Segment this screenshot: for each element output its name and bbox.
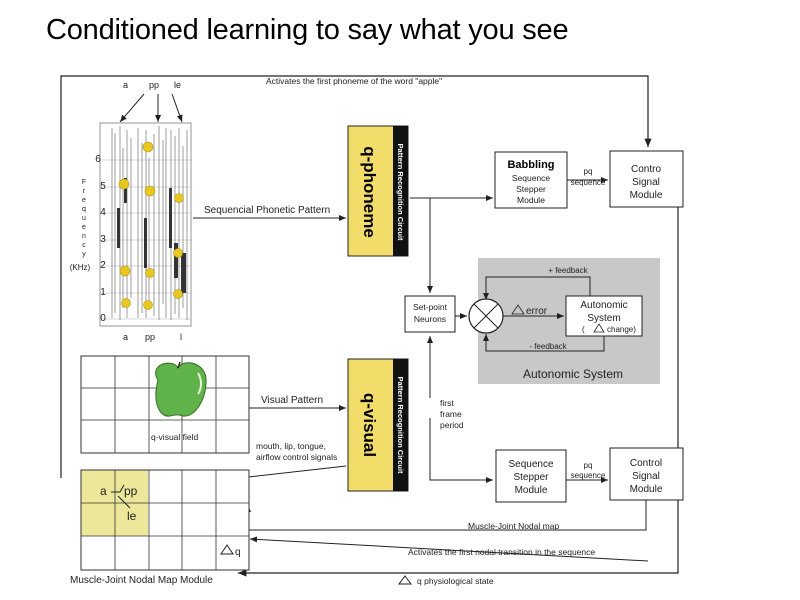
y-tick-0: 0 bbox=[100, 313, 106, 324]
nodal-transition-a-pp bbox=[111, 484, 125, 493]
first-frame-line3: period bbox=[440, 420, 464, 430]
svg-text:Control: Control bbox=[630, 458, 662, 469]
spectrogram bbox=[99, 122, 192, 327]
y-axis-label: F r e q u e n c y (KHz) bbox=[70, 179, 91, 272]
svg-text:Set-point: Set-point bbox=[413, 302, 448, 312]
svg-text:e: e bbox=[82, 197, 86, 204]
q-phoneme-subtitle: Pattern Recognition Circuit bbox=[396, 143, 405, 241]
svg-text:System: System bbox=[587, 313, 620, 324]
error-label: error bbox=[526, 306, 548, 317]
nodal-label-le: le bbox=[127, 509, 137, 523]
delta-physiological-icon bbox=[398, 575, 412, 585]
q-phoneme-title: q-phoneme bbox=[360, 146, 379, 238]
delta-q-icon bbox=[220, 544, 234, 555]
svg-text:Stepper: Stepper bbox=[516, 184, 546, 194]
first-nodal-transition-arrow bbox=[249, 536, 649, 562]
spectro-top-label-a: a bbox=[123, 80, 128, 90]
svg-text:Module: Module bbox=[517, 195, 545, 205]
arrow-le bbox=[171, 93, 183, 123]
svg-text:Module: Module bbox=[515, 485, 548, 496]
conditioned-learning-diagram: a pp le 6 5 4 3 2 1 0 F r e q u e n c y … bbox=[48, 68, 688, 588]
autonomic-system-box bbox=[565, 295, 643, 337]
diagram-svg: a pp le 6 5 4 3 2 1 0 F r e q u e n c y … bbox=[60, 75, 684, 586]
spectro-bottom-label-l: l bbox=[180, 332, 182, 342]
nodal-transition-pp-le bbox=[117, 495, 131, 509]
minus-feedback-label: - feedback bbox=[529, 342, 567, 351]
feedback-loop-top bbox=[60, 75, 652, 478]
svg-text:e: e bbox=[82, 224, 86, 231]
svg-text:Contro: Contro bbox=[631, 164, 661, 175]
svg-text:r: r bbox=[83, 188, 86, 195]
muscle-joint-nodal-map-grid bbox=[80, 469, 250, 571]
svg-text:(: ( bbox=[582, 325, 585, 334]
svg-text:u: u bbox=[82, 215, 86, 222]
page-title: Conditioned learning to say what you see bbox=[46, 14, 569, 46]
svg-text:change): change) bbox=[607, 325, 636, 334]
pq-top-line1: pq bbox=[584, 167, 593, 176]
svg-text:n: n bbox=[82, 233, 86, 240]
nodal-label-a: a bbox=[100, 484, 107, 498]
y-tick-1: 1 bbox=[100, 287, 106, 298]
y-tick-3: 3 bbox=[100, 234, 106, 245]
pq-top-line2: sequence bbox=[571, 178, 606, 187]
svg-text:y: y bbox=[82, 251, 86, 258]
control-signal-module-top: Contro Signal Module bbox=[609, 150, 684, 208]
muscle-joint-module-label: Muscle-Joint Nodal Map Module bbox=[70, 575, 213, 586]
svg-text:Autonomic: Autonomic bbox=[580, 300, 627, 311]
apple-icon bbox=[155, 361, 207, 417]
svg-text:Signal: Signal bbox=[632, 471, 660, 482]
spectro-bottom-label-pp: pp bbox=[145, 332, 155, 342]
muscle-joint-nodal-map-label: Muscle-Joint Nodal map bbox=[468, 521, 559, 531]
svg-text:q: q bbox=[82, 206, 86, 213]
autonomic-system-panel-label: Autonomic System bbox=[523, 367, 623, 381]
svg-text:Sequence: Sequence bbox=[508, 459, 553, 470]
svg-text:Module: Module bbox=[630, 190, 663, 201]
y-tick-5: 5 bbox=[100, 181, 106, 192]
nodal-label-q: q bbox=[235, 547, 241, 558]
svg-text:Neurons: Neurons bbox=[414, 314, 446, 324]
svg-text:Signal: Signal bbox=[632, 177, 660, 188]
svg-text:Sequence: Sequence bbox=[512, 173, 551, 183]
physiological-state-label: q physiological state bbox=[417, 576, 494, 586]
nodal-label-pp: pp bbox=[124, 484, 138, 498]
svg-text:(KHz): (KHz) bbox=[70, 263, 91, 272]
setpoint-neurons-box: Set-point Neurons bbox=[404, 295, 456, 333]
activates-first-nodal-label: Activates the first nodal transition in … bbox=[408, 547, 595, 557]
activates-first-phoneme-label: Activates the first phoneme of the word … bbox=[266, 76, 442, 86]
spectro-bottom-label-a: a bbox=[123, 332, 128, 342]
sequencial-phonetic-pattern-label: Sequencial Phonetic Pattern bbox=[204, 205, 330, 216]
svg-text:c: c bbox=[82, 242, 86, 249]
y-tick-6: 6 bbox=[95, 154, 101, 165]
visual-pattern-label: Visual Pattern bbox=[261, 395, 323, 406]
q-visual-field-grid bbox=[80, 355, 250, 454]
y-tick-2: 2 bbox=[100, 260, 106, 271]
first-frame-line2: frame bbox=[440, 409, 462, 419]
first-frame-line1: first bbox=[440, 398, 454, 408]
control-signals-line2: airflow control signals bbox=[256, 452, 337, 462]
autonomic-system-panel: + feedback error Autonomic System ( chan… bbox=[468, 258, 660, 384]
plus-feedback-label: + feedback bbox=[548, 266, 588, 275]
sequence-stepper-module-bottom: Sequence Stepper Module bbox=[495, 449, 567, 503]
pq-bottom-line2: sequence bbox=[571, 471, 606, 480]
babbling-sequence-stepper-box: Babbling Sequence Stepper Module bbox=[494, 151, 568, 209]
spectro-top-label-pp: pp bbox=[149, 80, 159, 90]
svg-text:Stepper: Stepper bbox=[513, 472, 549, 483]
babbling-title: Babbling bbox=[507, 159, 554, 171]
visual-to-sequence-arrow bbox=[429, 418, 493, 483]
svg-text:Module: Module bbox=[630, 484, 663, 495]
q-visual-field-label: q-visual field bbox=[151, 432, 199, 442]
pq-bottom-line1: pq bbox=[584, 461, 593, 470]
arrow-a bbox=[119, 93, 145, 123]
y-tick-4: 4 bbox=[100, 207, 106, 218]
svg-text:F: F bbox=[82, 179, 86, 186]
control-signals-line1: mouth, lip, tongue, bbox=[256, 441, 326, 451]
nodal-map-return-path bbox=[245, 500, 647, 531]
q-visual-title: q-visual bbox=[360, 393, 379, 457]
q-visual-circuit: q-visual Pattern Recognition Circuit bbox=[347, 358, 409, 492]
spectro-top-label-le: le bbox=[174, 80, 181, 90]
q-phoneme-circuit: q-phoneme Pattern Recognition Circuit bbox=[347, 125, 409, 257]
q-visual-subtitle: Pattern Recognition Circuit bbox=[396, 376, 405, 474]
control-signal-module-bottom: Control Signal Module bbox=[609, 447, 684, 501]
